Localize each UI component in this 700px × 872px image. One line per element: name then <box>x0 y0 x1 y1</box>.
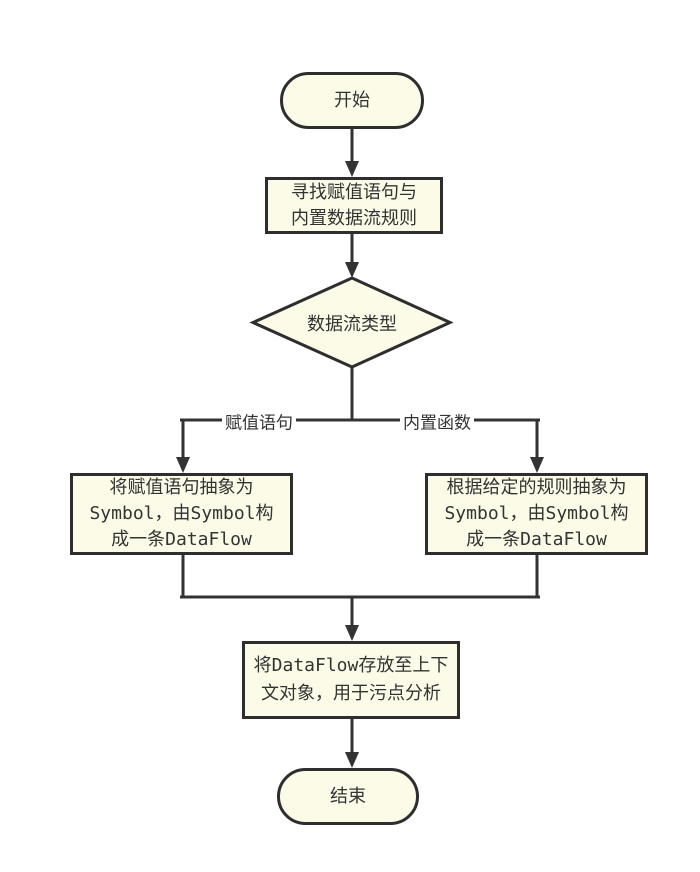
arrowhead-into-find <box>345 161 359 177</box>
dataflow-type-decision-label: 数据流类型 <box>307 314 397 335</box>
abstract-assignment-step: 将赋值语句抽象为 Symbol，由Symbol构 成一条DataFlow <box>70 473 293 555</box>
abstract-builtin-line: 根据给定的规则抽象为 <box>446 477 627 498</box>
arrowhead-into-decision <box>345 262 359 278</box>
end-node-label: 结束 <box>330 785 366 807</box>
find-rules-line: 寻找赋值语句与 <box>291 181 417 203</box>
arrowhead-into-builtin <box>530 457 544 473</box>
arrowhead-into-end <box>345 752 359 768</box>
branch-label-builtin: 内置函数 <box>400 408 474 434</box>
abstract-assignment-line: Symbol，由Symbol构 <box>89 503 274 524</box>
store-dataflow-step: 将DataFlow存放至上下 文对象，用于污点分析 <box>242 641 460 719</box>
find-rules-line: 内置数据流规则 <box>291 207 417 229</box>
find-rules-step: 寻找赋值语句与 内置数据流规则 <box>265 177 443 234</box>
abstract-builtin-line: Symbol，由Symbol构 <box>444 503 629 524</box>
abstract-builtin-step: 根据给定的规则抽象为 Symbol，由Symbol构 成一条DataFlow <box>425 473 648 555</box>
store-dataflow-line: 文对象，用于污点分析 <box>261 683 441 704</box>
arrowhead-into-store <box>345 625 359 641</box>
store-dataflow-line: 将DataFlow存放至上下 <box>253 655 449 676</box>
end-node: 结束 <box>277 768 419 825</box>
arrowhead-into-assign <box>176 457 190 473</box>
start-node-label: 开始 <box>334 89 370 111</box>
start-node: 开始 <box>280 72 424 129</box>
abstract-assignment-line: 成一条DataFlow <box>111 529 252 550</box>
abstract-assignment-line: 将赋值语句抽象为 <box>109 477 254 498</box>
branch-label-assignment: 赋值语句 <box>222 408 296 434</box>
decision-diamond <box>249 276 454 369</box>
abstract-builtin-line: 成一条DataFlow <box>466 529 607 550</box>
